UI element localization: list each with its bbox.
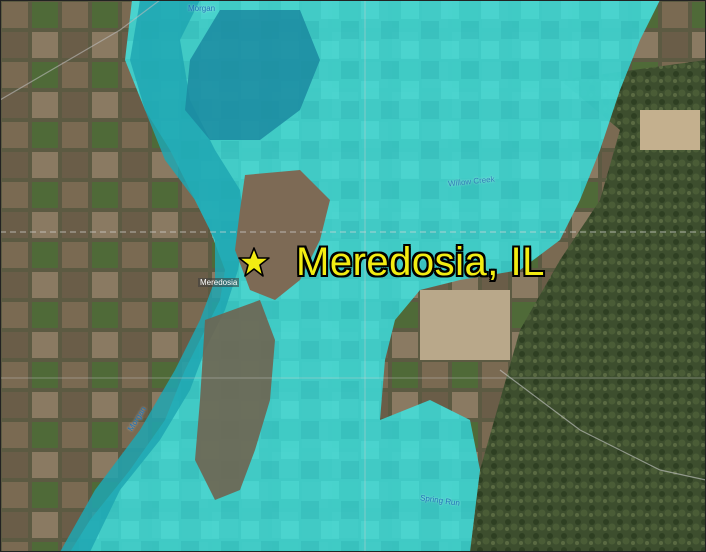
lake (185, 10, 320, 140)
town-label: Meredosia (198, 278, 240, 287)
bare-field (420, 290, 510, 360)
river-channel (60, 0, 245, 552)
forest-bluffs (470, 60, 706, 552)
star-icon[interactable] (238, 246, 270, 278)
road-diagonal-2 (499, 369, 706, 481)
city-label: Meredosia, IL (296, 240, 545, 284)
road-diagonal (0, 0, 161, 101)
water-label-morgan-top: Morgan (188, 4, 216, 13)
south-island (195, 300, 275, 500)
bare-field-2 (640, 110, 700, 150)
